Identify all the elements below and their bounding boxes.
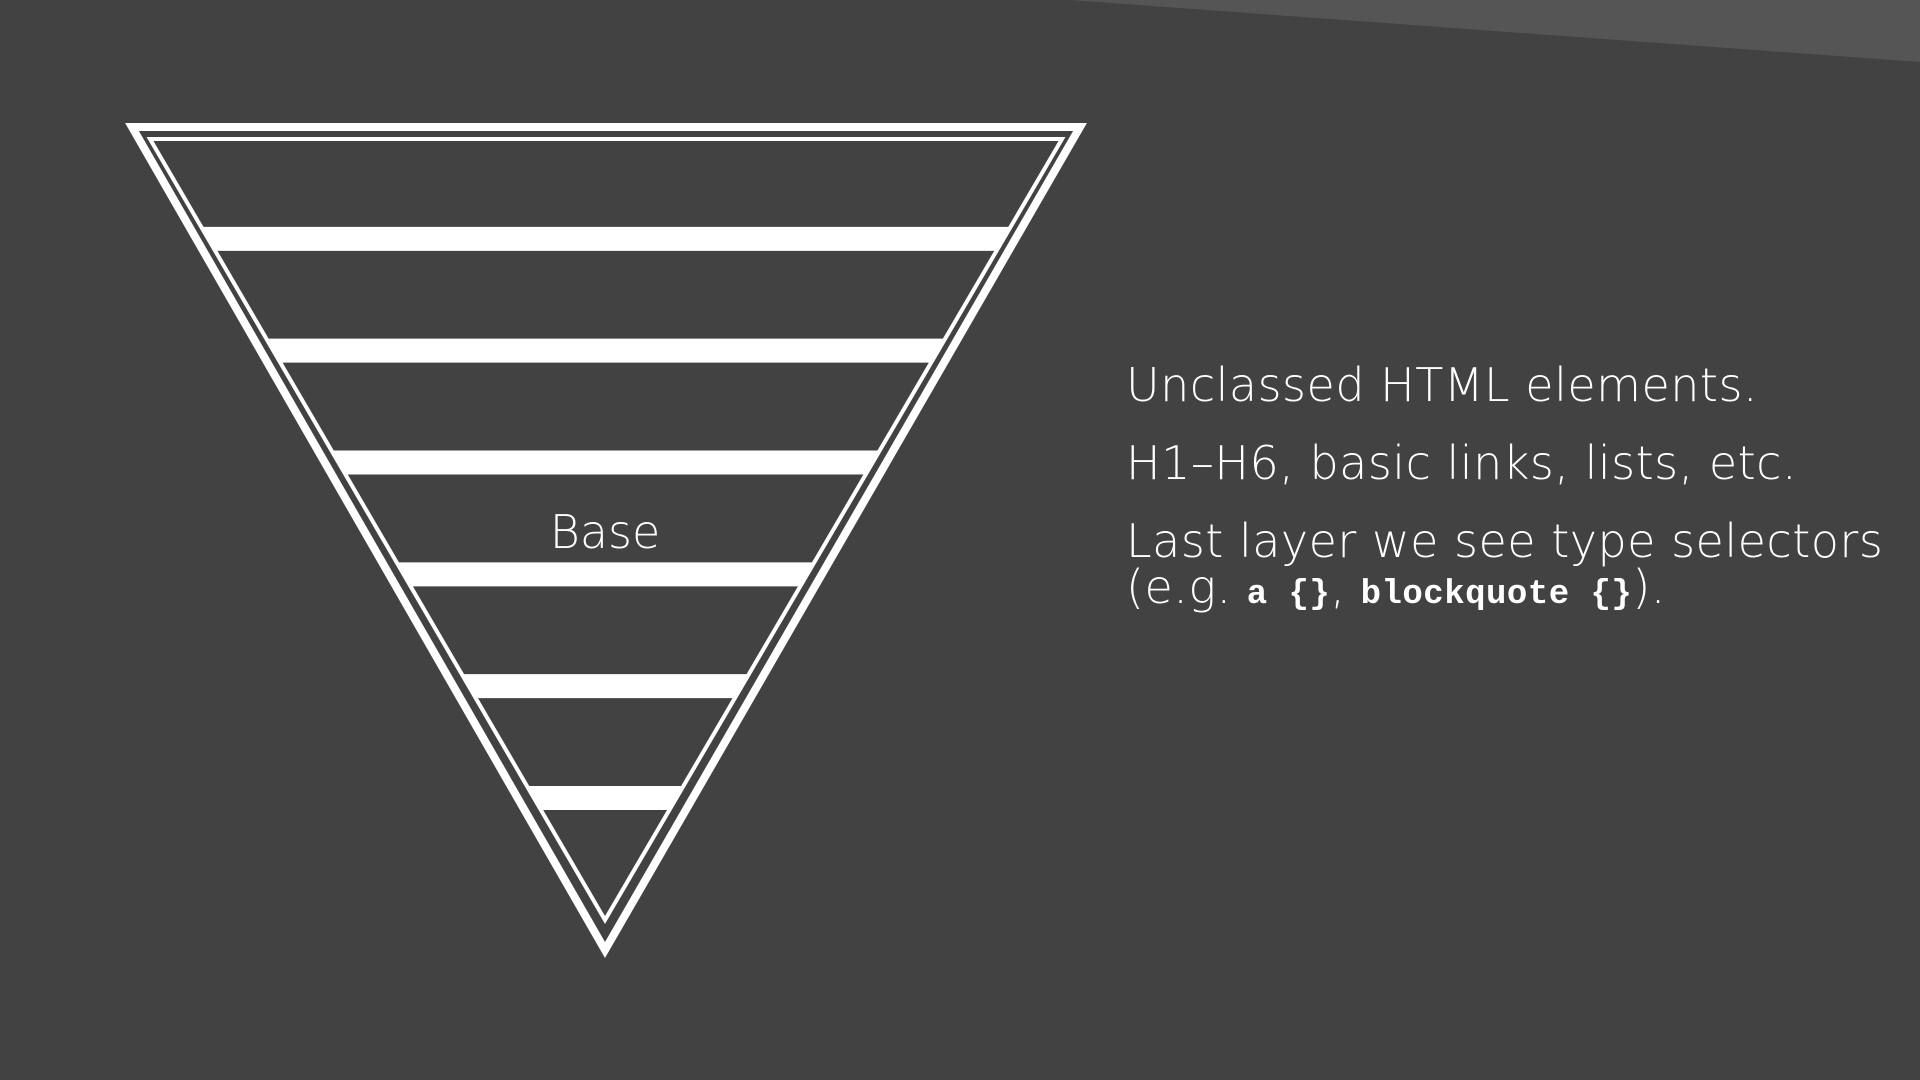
layer-separator-2 (265, 338, 945, 363)
layer-separator-4 (396, 562, 814, 587)
layer-separator-6 (526, 786, 684, 810)
code-selector-blockquote: blockquote {} (1360, 576, 1633, 614)
layer-label-base: Base (550, 505, 661, 559)
description-line-3: Last layer we see type selectors (e.g. a… (1126, 518, 1886, 618)
description-line-2: H1–H6, basic links, lists, etc. (1126, 436, 1798, 490)
layer-separator-3 (330, 450, 880, 475)
corner-shade (1070, 0, 1920, 62)
pyramid-outer-outline (125, 123, 1087, 959)
layer-separator-5 (461, 674, 749, 699)
description-line-3-text: Last layer we see type selectors (e.g. (1126, 514, 1884, 614)
description-line-3-end: ). (1632, 560, 1666, 614)
description-line-1: Unclassed HTML elements. (1126, 358, 1759, 412)
layer-description: Unclassed HTML elements. H1–H6, basic li… (1126, 362, 1886, 650)
pyramid-inner-outline (146, 137, 1066, 924)
layer-separator-1 (200, 226, 1010, 251)
description-separator: , (1330, 560, 1361, 614)
pyramid-layer-bands (200, 226, 1010, 810)
code-selector-a: a {} (1246, 576, 1331, 614)
